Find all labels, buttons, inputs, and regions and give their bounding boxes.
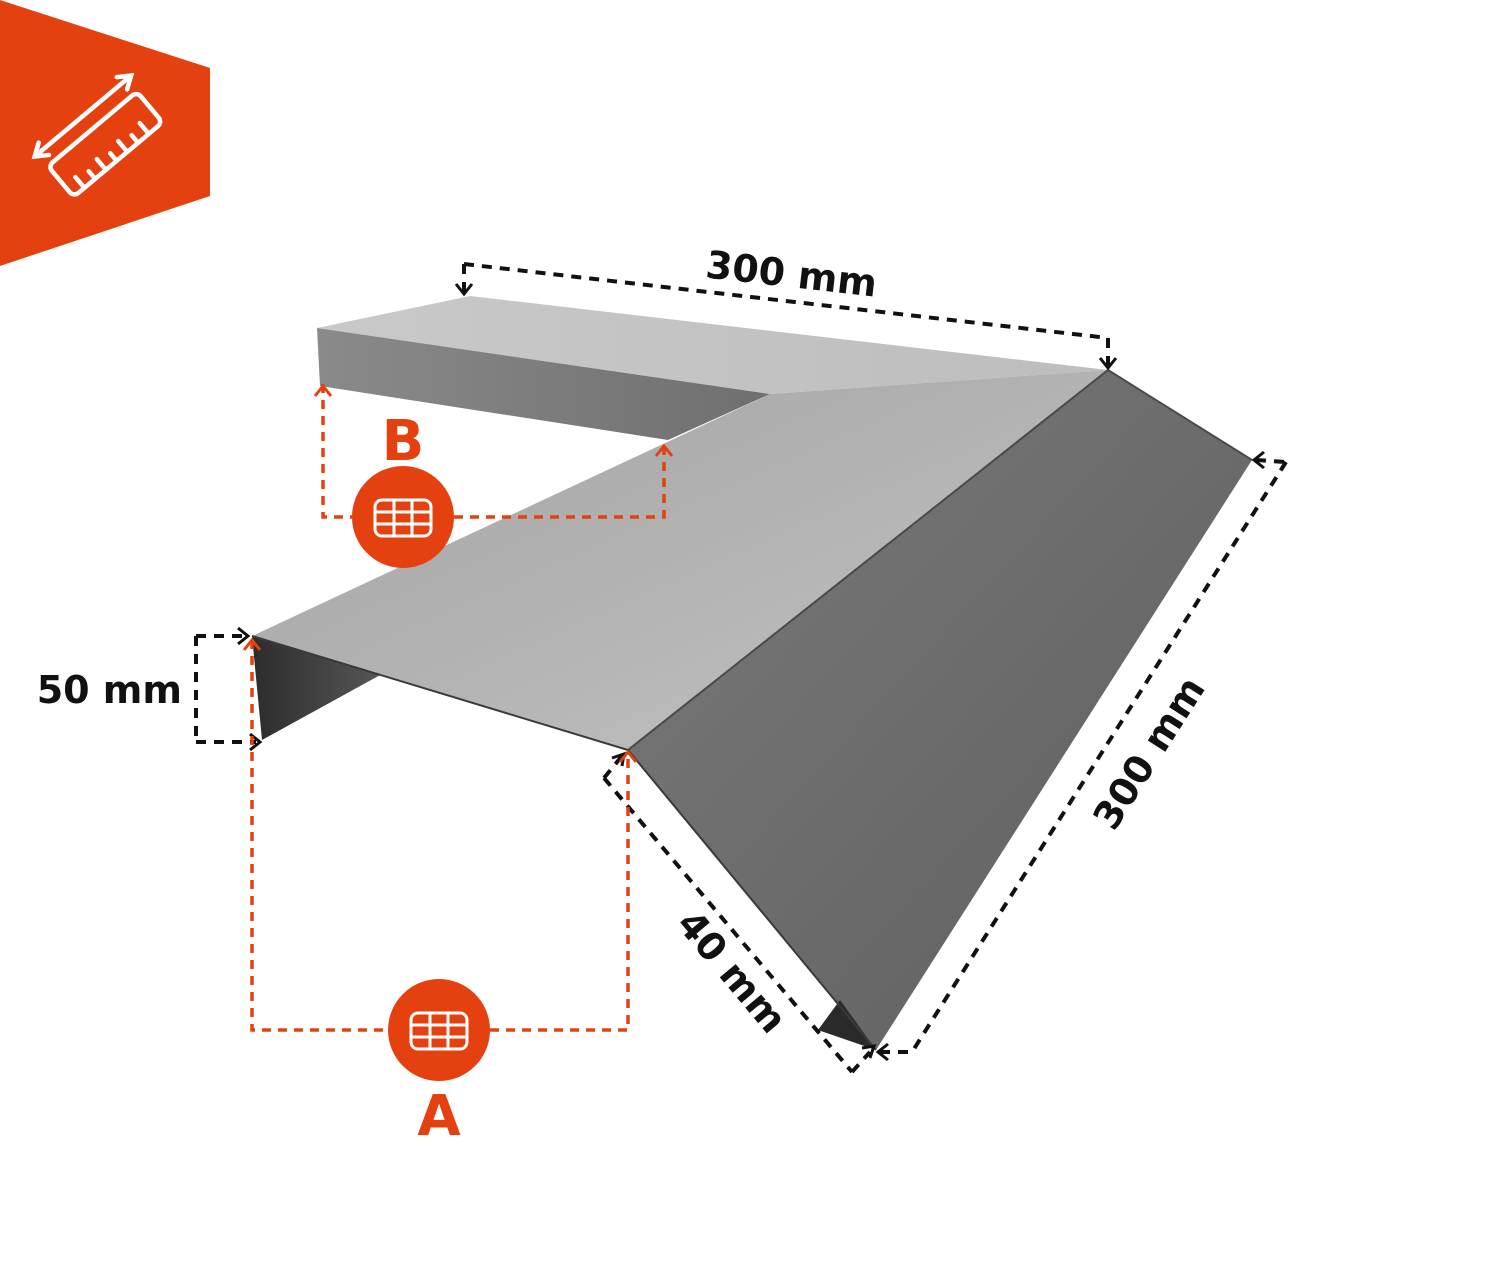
grid-table-icon (409, 1011, 469, 1051)
bottom-flange (818, 1000, 876, 1050)
ridge-flashing-part (251, 296, 1253, 1051)
badge-shape (0, 0, 210, 266)
sloped-side-face (628, 370, 1252, 1050)
marker-b-circle (352, 466, 454, 568)
flange-inner-shadow (252, 636, 382, 740)
dimension-top: 300 mm (454, 243, 1118, 371)
marker-b-label: B (382, 409, 425, 474)
grid-table-icon (373, 498, 433, 538)
height-label: 50 mm (37, 668, 182, 712)
top-bar-front-face (317, 328, 770, 440)
marker-a: A (242, 637, 638, 1149)
top-length-label: 300 mm (704, 243, 880, 306)
dimension-height: 50 mm (37, 626, 263, 752)
marker-a-circle (388, 979, 490, 1081)
top-bar-surface (317, 296, 1108, 394)
corner-badge (0, 0, 210, 266)
ruler-measure-icon (31, 72, 163, 197)
marker-a-label: A (417, 1084, 461, 1149)
main-top-surface (252, 370, 1108, 750)
marker-b: B (313, 383, 674, 568)
